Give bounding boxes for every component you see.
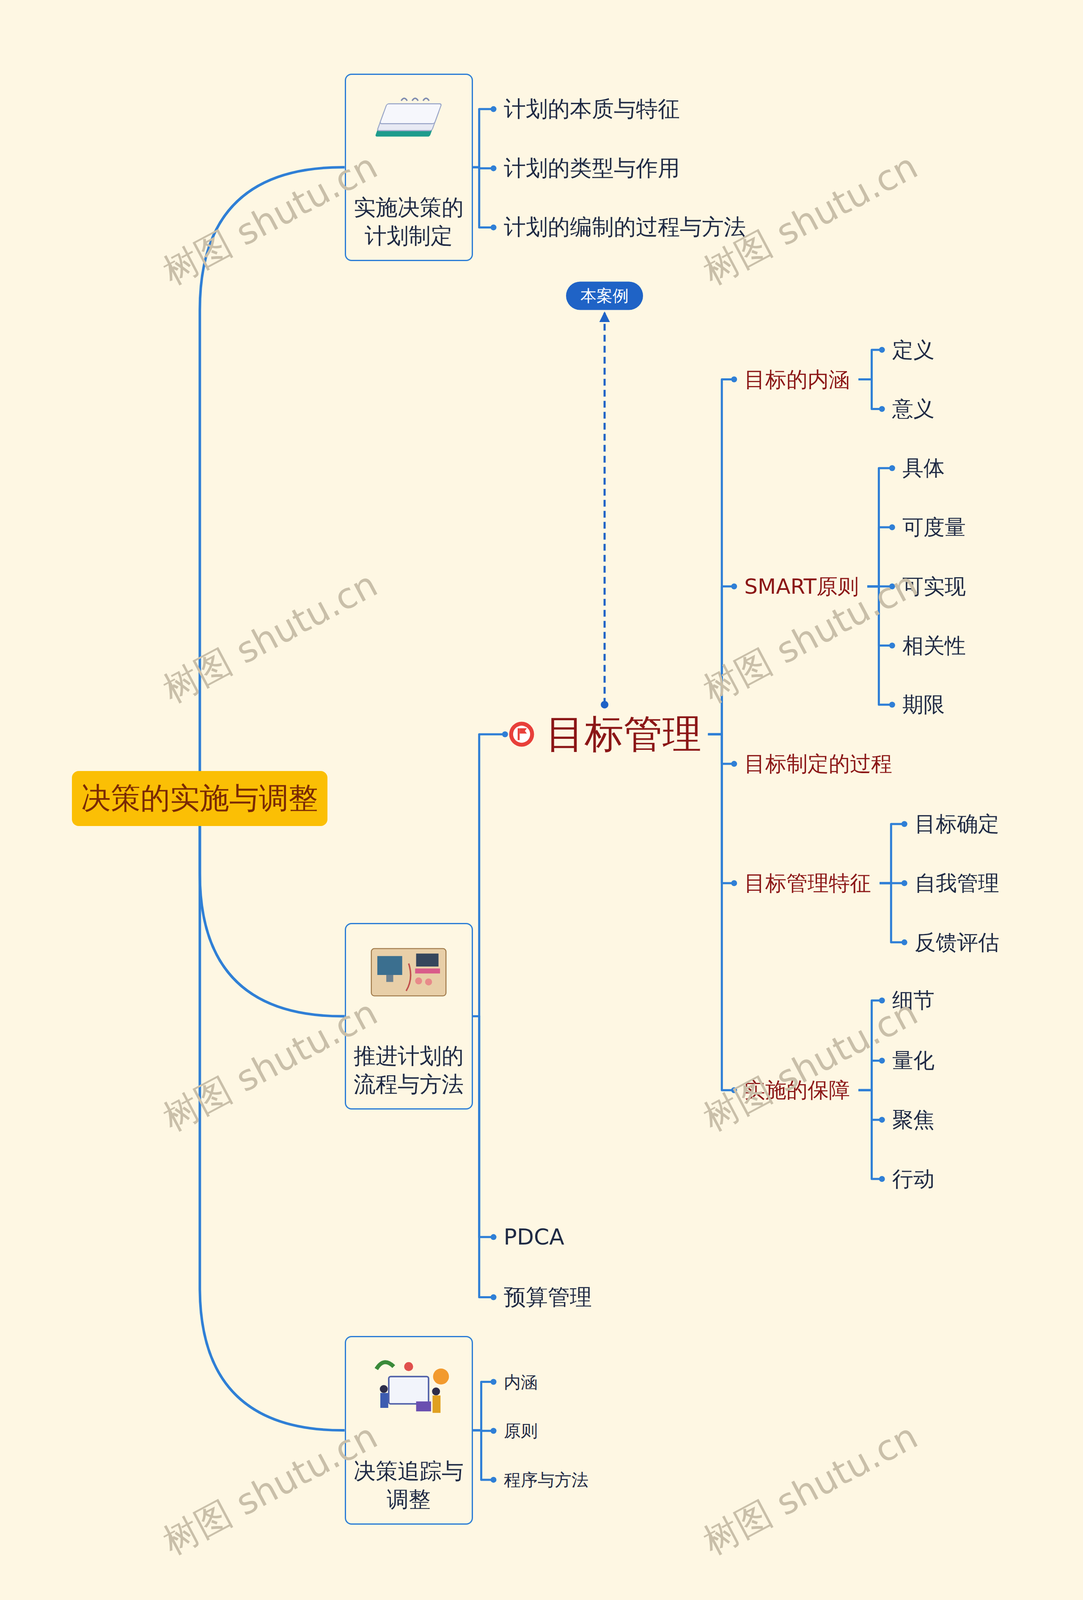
watermark: 树图 shutu.cn — [695, 1411, 927, 1565]
topic-text: 预算管理 — [495, 1279, 601, 1315]
node-label: 内涵 — [503, 1369, 538, 1394]
topic-text: 计划的类型与作用 — [495, 151, 689, 186]
node-label: 具体 — [902, 453, 945, 483]
node-label: 实施决策的计划制定 — [350, 193, 468, 251]
node-label: 本案例 — [580, 284, 629, 307]
node-label: 目标确定 — [914, 809, 1000, 839]
node-label: 原则 — [503, 1418, 538, 1443]
node-label: 计划的编制的过程与方法 — [503, 212, 746, 242]
watermark: 树图 shutu.cn — [154, 560, 386, 714]
topic-text: 相关性 — [893, 628, 975, 663]
connector — [472, 731, 509, 1016]
node-label: 目标管理特征 — [744, 868, 872, 898]
topic-text: 内涵 — [495, 1367, 547, 1396]
connector — [600, 312, 609, 709]
topic-text: 具体 — [893, 451, 954, 485]
topic-text: 聚焦 — [883, 1102, 943, 1137]
connector — [879, 882, 908, 946]
connector — [472, 1429, 497, 1483]
topic-text: 行动 — [883, 1161, 943, 1196]
topic-text: 目标的内涵 — [735, 362, 859, 396]
topic-icon — [366, 91, 451, 154]
node-label: 目标的内涵 — [744, 365, 850, 394]
node-label: 量化 — [892, 1046, 935, 1075]
node-label: 期限 — [902, 690, 945, 719]
flag-icon — [508, 720, 535, 748]
topic-text: 期限 — [893, 687, 954, 722]
node-label: 意义 — [892, 394, 935, 424]
topic-text: 计划的编制的过程与方法 — [495, 209, 755, 245]
topic-text: 意义 — [883, 392, 943, 426]
node-label: 目标制定的过程 — [744, 749, 893, 778]
topic-text: 自我管理 — [906, 866, 1008, 900]
node-label: 计划的本质与特征 — [503, 94, 680, 124]
node-label: 计划的类型与作用 — [503, 153, 680, 184]
connector — [472, 1016, 497, 1240]
node-label: 决策追踪与调整 — [350, 1456, 468, 1514]
connector — [708, 733, 738, 1093]
topic-text: 目标确定 — [906, 807, 1008, 841]
node-label: 行动 — [892, 1164, 935, 1193]
node-label: 聚焦 — [892, 1105, 935, 1134]
topic-text: 可度量 — [893, 510, 975, 544]
node-label: 反馈评估 — [914, 927, 1000, 957]
root-topic: 决策的实施与调整 — [71, 770, 328, 826]
topic-text: 程序与方法 — [495, 1465, 597, 1494]
node-label: PDCA — [503, 1223, 565, 1250]
topic-text: 反馈评估 — [906, 925, 1008, 959]
connector — [879, 820, 908, 883]
node-label: 程序与方法 — [503, 1467, 589, 1491]
node-label: 可度量 — [902, 512, 966, 542]
topic-text: 定义 — [883, 332, 943, 367]
topic-text: 计划的本质与特征 — [495, 91, 689, 127]
connector — [472, 1016, 497, 1301]
connector — [472, 167, 497, 231]
connector — [472, 1378, 497, 1430]
connector — [858, 379, 885, 413]
main-topic: 目标管理 — [506, 706, 709, 762]
node-label: 定义 — [892, 335, 935, 364]
connector — [858, 346, 885, 380]
connector — [199, 825, 345, 1430]
connector — [472, 106, 497, 168]
node-label: 推进计划的流程与方法 — [350, 1041, 468, 1099]
connector — [199, 825, 345, 1017]
note-pill: 本案例 — [566, 281, 644, 310]
topic-text: 目标制定的过程 — [735, 747, 901, 781]
topic-icon — [366, 1353, 451, 1416]
topic-text: 目标管理特征 — [735, 866, 880, 900]
node-label: 目标管理 — [545, 707, 702, 761]
node-label: 相关性 — [902, 631, 966, 660]
topic-icon — [366, 940, 451, 1004]
node-label: 决策的实施与调整 — [81, 778, 319, 819]
node-label: 预算管理 — [503, 1282, 592, 1312]
node-label: 自我管理 — [914, 868, 1000, 898]
topic-text: PDCA — [495, 1221, 573, 1252]
connector — [858, 1089, 885, 1182]
watermark: 树图 shutu.cn — [695, 988, 927, 1142]
topic-text: 原则 — [495, 1416, 547, 1445]
